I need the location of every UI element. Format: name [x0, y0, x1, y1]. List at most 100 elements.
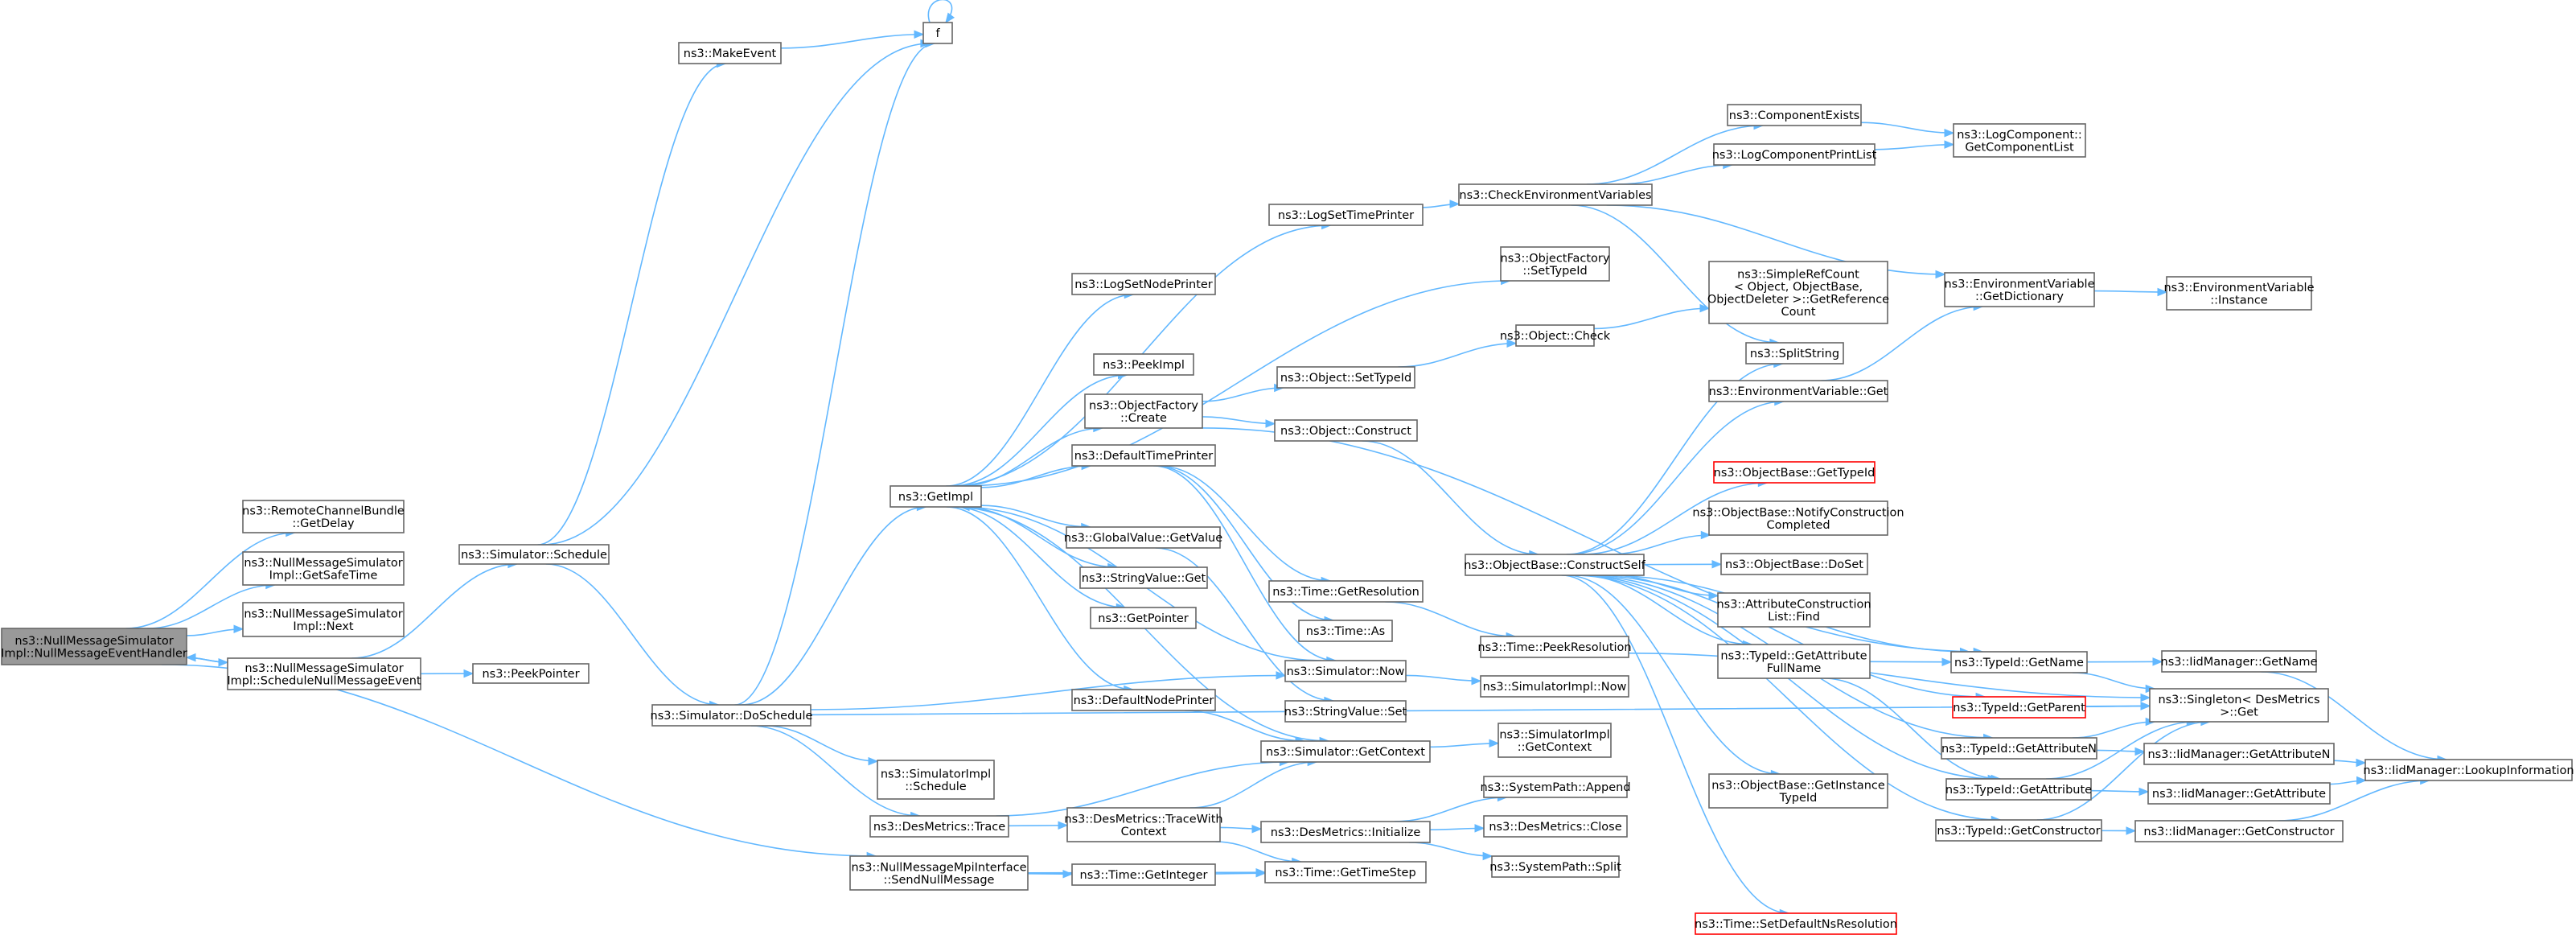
- edge-f-to-f: [927, 0, 953, 23]
- node-type-id-get-ctor[interactable]: ns3::TypeId::GetConstructor: [1935, 819, 2102, 842]
- node-notify-construction[interactable]: ns3::ObjectBase::NotifyConstructionCompl…: [1692, 500, 1904, 536]
- node-box: [1284, 700, 1407, 723]
- node-time-get-res[interactable]: ns3::Time::GetResolution: [1268, 580, 1424, 603]
- node-get-time-step[interactable]: ns3::Time::GetTimeStep: [1264, 861, 1427, 883]
- node-get-pointer[interactable]: ns3::GetPointer: [1090, 607, 1197, 629]
- node-component-exists[interactable]: ns3::ComponentExists: [1727, 104, 1862, 126]
- node-box: [1, 628, 187, 665]
- node-box: [1066, 526, 1221, 549]
- node-string-value-get[interactable]: ns3::StringValue::Get: [1079, 566, 1208, 589]
- node-label-line: ns3::SimulatorImpl: [1499, 728, 1609, 741]
- node-env-get-dict[interactable]: ns3::EnvironmentVariable::GetDictionary: [1944, 272, 2095, 307]
- node-iid-get-ctor[interactable]: ns3::IidManager::GetConstructor: [2134, 820, 2344, 842]
- node-sim-schedule[interactable]: ns3::Simulator::Schedule: [458, 544, 610, 565]
- node-label-line: ns3::MakeEvent: [684, 47, 777, 60]
- node-label-line: f: [935, 27, 940, 40]
- node-time-as[interactable]: ns3::Time::As: [1298, 620, 1393, 642]
- edge-trace-with-context-to-get-time-step: [1215, 841, 1301, 863]
- node-obj-factory-create[interactable]: ns3::ObjectFactory::Create: [1084, 393, 1203, 429]
- edge-sim-now-to-sim-impl-now: [1405, 674, 1481, 682]
- node-peek-impl[interactable]: ns3::PeekImpl: [1093, 353, 1194, 376]
- node-get-delay[interactable]: ns3::RemoteChannelBundle::GetDelay: [242, 500, 405, 533]
- node-make-event[interactable]: ns3::MakeEvent: [678, 42, 782, 64]
- node-root[interactable]: ns3::NullMessageSimulatorImpl::NullMessa…: [1, 628, 187, 665]
- node-set-default-ns-res[interactable]: ns3::Time::SetDefaultNsResolution: [1695, 912, 1897, 935]
- edge-time-get-res-to-time-peek-res: [1385, 601, 1516, 637]
- edge-env-get-dict-to-env-instance-arrowhead: [2157, 287, 2168, 297]
- node-obj-check[interactable]: ns3::Object::Check: [1500, 324, 1611, 347]
- node-sim-impl-get-context[interactable]: ns3::SimulatorImpl::GetContext: [1498, 723, 1612, 758]
- node-box: [1274, 419, 1418, 442]
- node-iid-get-attr[interactable]: ns3::IidManager::GetAttribute: [2147, 782, 2331, 805]
- node-do-schedule[interactable]: ns3::Simulator::DoSchedule: [651, 704, 813, 727]
- node-sim-now[interactable]: ns3::Simulator::Now: [1284, 660, 1407, 682]
- node-label-line: ::SetTypeId: [1522, 265, 1587, 278]
- node-box: [1727, 104, 1862, 126]
- node-label-line: ns3::PeekPointer: [482, 668, 579, 681]
- node-split-string[interactable]: ns3::SplitString: [1745, 342, 1844, 364]
- edge-obj-construct-to-construct-self: [1362, 440, 1539, 555]
- edge-iid-get-name-to-iid-lookup: [2261, 671, 2447, 760]
- edge-do-schedule-to-impl-schedule: [764, 725, 878, 762]
- node-box: [1720, 553, 1868, 575]
- node-time-peek-res[interactable]: ns3::Time::PeekResolution: [1477, 636, 1632, 658]
- node-schedule-null[interactable]: ns3::NullMessageSimulatorImpl::ScheduleN…: [227, 657, 421, 690]
- node-f[interactable]: f: [922, 22, 953, 44]
- node-env-instance[interactable]: ns3::EnvironmentVariable::Instance: [2163, 276, 2315, 311]
- node-des-init[interactable]: ns3::DesMetrics::Initialize: [1260, 821, 1431, 843]
- node-sys-path-split[interactable]: ns3::SystemPath::Split: [1489, 855, 1621, 878]
- node-default-node-printer[interactable]: ns3::DefaultNodePrinter: [1071, 689, 1216, 711]
- node-get-impl[interactable]: ns3::GetImpl: [889, 485, 982, 508]
- node-label-line: ns3::IidManager::GetAttributeN: [2147, 748, 2330, 761]
- node-log-component-print-list[interactable]: ns3::LogComponentPrintList: [1712, 143, 1877, 166]
- node-peek-pointer[interactable]: ns3::PeekPointer: [472, 663, 590, 684]
- node-des-close[interactable]: ns3::DesMetrics::Close: [1483, 815, 1628, 838]
- node-sim-impl-now[interactable]: ns3::SimulatorImpl::Now: [1480, 675, 1629, 698]
- node-default-time-printer[interactable]: ns3::DefaultTimePrinter: [1071, 444, 1216, 467]
- node-type-id-get-attr[interactable]: ns3::TypeId::GetAttribute: [1945, 778, 2092, 801]
- node-string-value-set[interactable]: ns3::StringValue::Set: [1284, 700, 1407, 723]
- node-label-line: List::Find: [1768, 611, 1820, 624]
- node-box: [1935, 819, 2102, 842]
- node-des-trace[interactable]: ns3::DesMetrics::Trace: [869, 815, 1009, 838]
- node-obj-factory-set-type-id[interactable]: ns3::ObjectFactory::SetTypeId: [1500, 246, 1610, 282]
- node-log-set-time-printer[interactable]: ns3::LogSetTimePrinter: [1268, 204, 1424, 226]
- node-send-null[interactable]: ns3::NullMessageMpiInterface::SendNullMe…: [849, 855, 1029, 891]
- node-get-integer[interactable]: ns3::Time::GetInteger: [1071, 863, 1216, 886]
- node-sim-get-context[interactable]: ns3::Simulator::GetContext: [1260, 740, 1431, 763]
- node-iid-get-name[interactable]: ns3::IidManager::GetName: [2161, 650, 2318, 673]
- edge-do-schedule-to-sim-now-arrowhead: [1276, 671, 1287, 680]
- node-env-var-get[interactable]: ns3::EnvironmentVariable::Get: [1708, 380, 1888, 402]
- node-get-safe-time[interactable]: ns3::NullMessageSimulatorImpl::GetSafeTi…: [242, 551, 405, 586]
- edge-type-id-get-attr-to-singleton-get: [2046, 721, 2196, 780]
- node-impl-schedule[interactable]: ns3::SimulatorImpl::Schedule: [877, 760, 995, 800]
- node-type-id-get-parent[interactable]: ns3::TypeId::GetParent: [1952, 696, 2086, 719]
- node-do-set[interactable]: ns3::ObjectBase::DoSet: [1720, 553, 1868, 575]
- node-check-env[interactable]: ns3::CheckEnvironmentVariables: [1458, 183, 1653, 206]
- node-label-line: ::Create: [1120, 412, 1167, 425]
- node-iid-get-attr-n[interactable]: ns3::IidManager::GetAttributeN: [2143, 743, 2335, 765]
- node-obj-base-get-type-id[interactable]: ns3::ObjectBase::GetTypeId: [1713, 461, 1876, 484]
- node-global-value-get[interactable]: ns3::GlobalValue::GetValue: [1064, 526, 1222, 549]
- node-type-id-get-attr-n[interactable]: ns3::TypeId::GetAttributeN: [1941, 737, 2097, 760]
- node-simple-ref-count[interactable]: ns3::SimpleRefCount< Object, ObjectBase,…: [1707, 261, 1889, 324]
- node-log-set-node-printer[interactable]: ns3::LogSetNodePrinter: [1071, 273, 1216, 295]
- node-obj-set-type-id[interactable]: ns3::Object::SetTypeId: [1276, 366, 1415, 389]
- node-singleton-get[interactable]: ns3::Singleton< DesMetrics>::Get: [2149, 688, 2329, 723]
- node-construct-self[interactable]: ns3::ObjectBase::ConstructSelf: [1464, 554, 1646, 576]
- node-log-comp-get-list[interactable]: ns3::LogComponent::GetComponentList: [1953, 123, 2086, 158]
- node-iid-lookup[interactable]: ns3::IidManager::LookupInformation: [2363, 759, 2574, 781]
- edge-schedule-null-to-peek-pointer-arrowhead: [463, 669, 475, 678]
- edge-root-to-get-delay: [125, 532, 295, 629]
- node-sys-path-append[interactable]: ns3::SystemPath::Append: [1480, 776, 1631, 798]
- node-obj-construct[interactable]: ns3::Object::Construct: [1274, 419, 1418, 442]
- edge-sim-get-context-to-sim-impl-get-context-arrowhead: [1489, 739, 1500, 748]
- node-box: [877, 760, 995, 800]
- node-box: [1708, 773, 1888, 809]
- node-type-id-get-name[interactable]: ns3::TypeId::GetName: [1950, 651, 2088, 673]
